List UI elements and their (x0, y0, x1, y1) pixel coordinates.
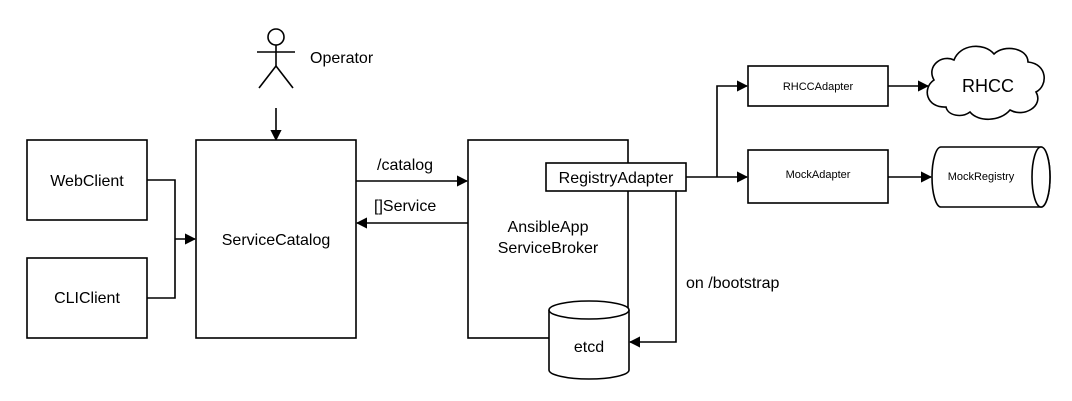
registry-adapter-label: RegistryAdapter (559, 170, 674, 187)
rhcc-cloud-node: RHCC (926, 45, 1045, 121)
rhcc-adapter-node: RHCCAdapter (747, 65, 889, 107)
operator-actor-icon (257, 28, 295, 89)
web-client-node: WebClient (26, 139, 148, 221)
etcd-label: etcd (574, 339, 604, 356)
mock-adapter-node: MockAdapter (747, 149, 889, 204)
mock-registry-node: MockRegistry (931, 146, 1051, 208)
bootstrap-arrow (628, 191, 677, 348)
client-merge-connector (147, 179, 176, 299)
service-catalog-label: ServiceCatalog (222, 232, 331, 249)
rhcc-adapter-label: RHCCAdapter (783, 81, 854, 93)
broker-label-line1: AnsibleApp (508, 219, 589, 236)
broker-label-line2: ServiceBroker (498, 240, 599, 257)
rhcc-label: RHCC (962, 76, 1014, 96)
web-client-label: WebClient (50, 173, 124, 190)
cli-client-node: CLIClient (26, 257, 148, 339)
bootstrap-edge-label: on /bootstrap (686, 275, 780, 292)
mock-registry-label: MockRegistry (948, 171, 1015, 183)
service-catalog-node: ServiceCatalog (195, 139, 357, 339)
mock-adapter-label: MockAdapter (786, 169, 851, 181)
registry-adapter-node: RegistryAdapter (545, 162, 687, 192)
operator-label: Operator (310, 50, 374, 67)
etcd-node: etcd (548, 300, 630, 380)
catalog-edge-label: /catalog (377, 157, 433, 174)
service-edge-label: []Service (374, 198, 436, 215)
cli-client-label: CLIClient (54, 290, 120, 307)
to-rhcc-adapter-arrow (716, 80, 749, 177)
